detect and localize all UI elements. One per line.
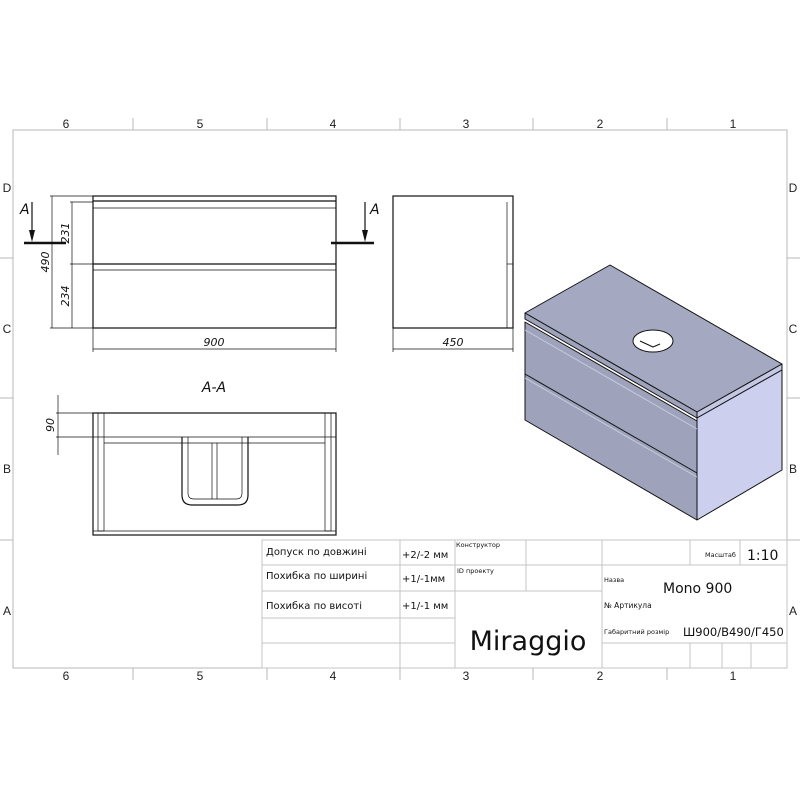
side-view: 450 (392, 195, 514, 352)
border-columns-0: 6 (63, 669, 70, 683)
section-marker-right: A (369, 202, 380, 218)
size-label: Габаритний розмір (604, 628, 669, 636)
column-labels-top: 6 5 4 3 2 1 (63, 117, 737, 131)
name-label: Назва (604, 576, 624, 584)
dim-width: 900 (204, 336, 225, 349)
size-value: Ш900/В490/Г450 (683, 625, 784, 639)
dim-depth: 450 (443, 336, 464, 349)
tolerance-length-label: Допуск по довжині (266, 546, 367, 558)
section-view: A-A 90 (44, 380, 337, 536)
border-columns-5: 1 (730, 117, 737, 131)
row-labels-left: D C B A (3, 181, 12, 618)
border-columns-3: 3 (463, 669, 470, 683)
section-title: A-A (201, 380, 226, 396)
designer-label: Конструктор (456, 541, 500, 549)
project-id-label: ID проекту (457, 567, 494, 575)
border-rows-1: C (789, 322, 798, 336)
dim-total-height: 490 (39, 252, 52, 273)
zone-ticks (0, 118, 800, 680)
border-columns-5: 1 (730, 669, 737, 683)
front-view: A A 490 231 234 900 (19, 195, 380, 352)
border-rows-3: A (789, 604, 797, 618)
border-rows-2: B (789, 462, 797, 476)
border-columns-2: 4 (330, 117, 337, 131)
border-rows-1: C (3, 322, 12, 336)
tolerance-length-value: +2/-2 мм (402, 550, 448, 561)
border-columns-0: 6 (63, 117, 70, 131)
scale-label: Масштаб (705, 551, 736, 559)
dim-section-depth: 90 (44, 418, 57, 432)
scale-value: 1:10 (747, 548, 778, 564)
border-rows-3: A (3, 604, 11, 618)
name-value: Mono 900 (663, 581, 732, 597)
row-labels-right: D C B A (789, 181, 798, 618)
border-rows-2: B (3, 462, 11, 476)
sink-hole (632, 329, 674, 353)
brand-logo: Miraggio (470, 626, 587, 657)
border-columns-4: 2 (597, 669, 604, 683)
title-block: Допуск по довжині +2/-2 мм Похибка по ши… (261, 539, 788, 669)
border-columns-1: 5 (197, 669, 204, 683)
border-columns-1: 5 (197, 117, 204, 131)
article-label: № Артикула (604, 601, 652, 610)
border-columns-3: 3 (463, 117, 470, 131)
dim-lower-drawer: 234 (59, 286, 72, 307)
dim-upper-drawer: 231 (59, 223, 72, 244)
border-rows-0: D (789, 181, 798, 195)
column-labels-bottom: 6 5 4 3 2 1 (63, 669, 737, 683)
tolerance-height-value: +1/-1 мм (402, 601, 448, 612)
border-rows-0: D (3, 181, 12, 195)
tolerance-height-label: Похибка по висоті (266, 600, 362, 612)
tolerance-width-label: Похибка по ширині (266, 570, 367, 582)
isometric-view (524, 264, 783, 521)
border-columns-4: 2 (597, 117, 604, 131)
tolerance-width-value: +1/-1мм (402, 574, 445, 585)
border-columns-2: 4 (330, 669, 337, 683)
section-marker-left: A (19, 202, 30, 218)
